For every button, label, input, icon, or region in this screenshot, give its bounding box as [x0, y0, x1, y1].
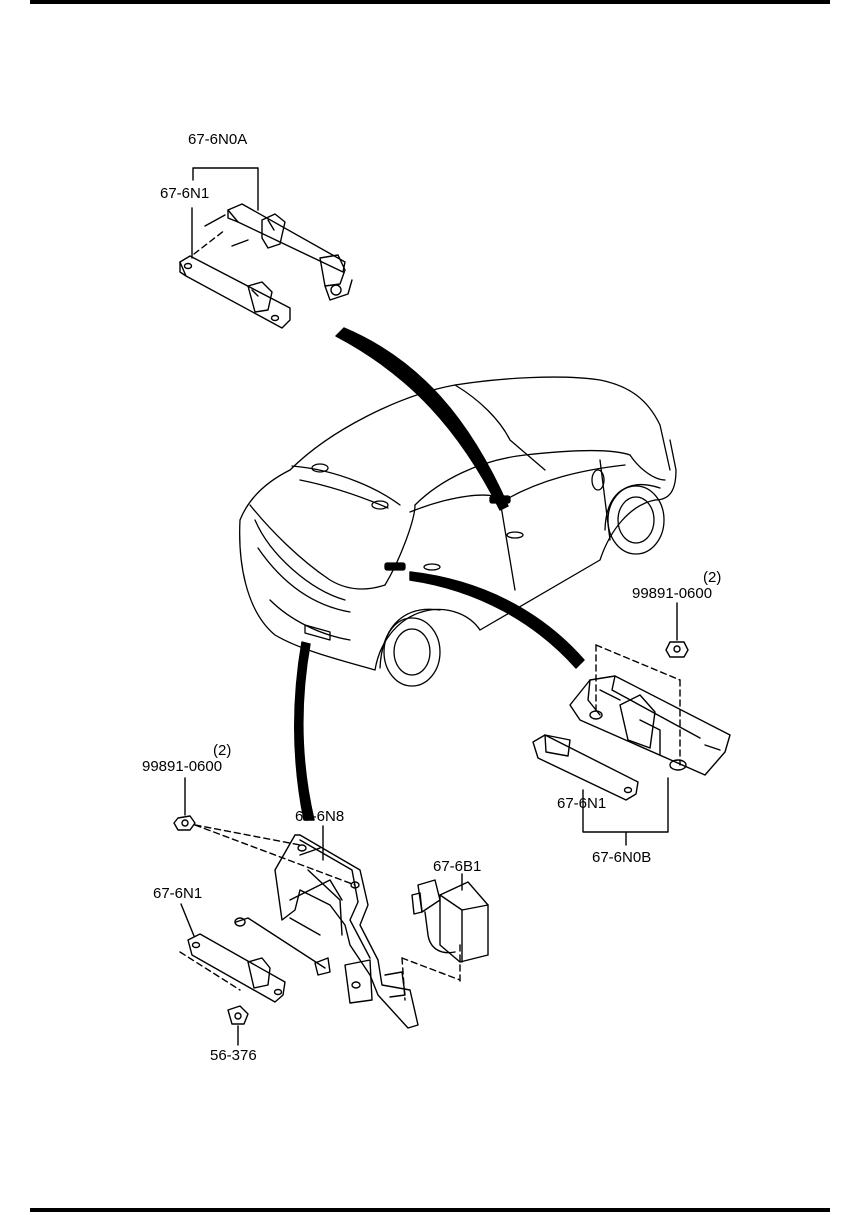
- top-rule: [30, 0, 830, 4]
- label-bracket: 67-6N8: [295, 808, 345, 825]
- label-antenna-front: 67-6N1: [160, 185, 210, 202]
- arrow-to-rear-antenna: [410, 572, 584, 668]
- label-clip: 56-376: [210, 1047, 257, 1064]
- rear-assy-callout-bracket: [583, 778, 668, 845]
- bottom-rule: [30, 1208, 830, 1212]
- label-rear-nut-part: 99891-0600: [632, 585, 713, 602]
- arrow-to-rear-bumper: [295, 642, 314, 820]
- rear-antenna-assembly: [533, 603, 730, 845]
- label-bracket-nut-qty: (2): [213, 742, 232, 759]
- bracket-nut: [174, 816, 195, 830]
- lower-antenna-leader: [181, 904, 194, 936]
- label-antenna-lower: 67-6N1: [153, 885, 203, 902]
- front-antenna-assembly: [180, 168, 352, 328]
- vehicle-outline: [240, 377, 676, 686]
- front-assy-callout-bracket: [193, 168, 258, 210]
- label-rear-nut-qty: (2): [703, 569, 722, 586]
- label-bracket-nut-part: 99891-0600: [142, 758, 223, 775]
- label-antenna-rear: 67-6N1: [557, 795, 607, 812]
- label-antenna-front-assy: 67-6N0A: [188, 131, 248, 148]
- rear-bumper-assembly: [174, 778, 488, 1045]
- label-control-unit: 67-6B1: [433, 858, 482, 875]
- arrow-to-front-antenna: [336, 328, 508, 510]
- label-antenna-rear-assy: 67-6N0B: [592, 849, 652, 866]
